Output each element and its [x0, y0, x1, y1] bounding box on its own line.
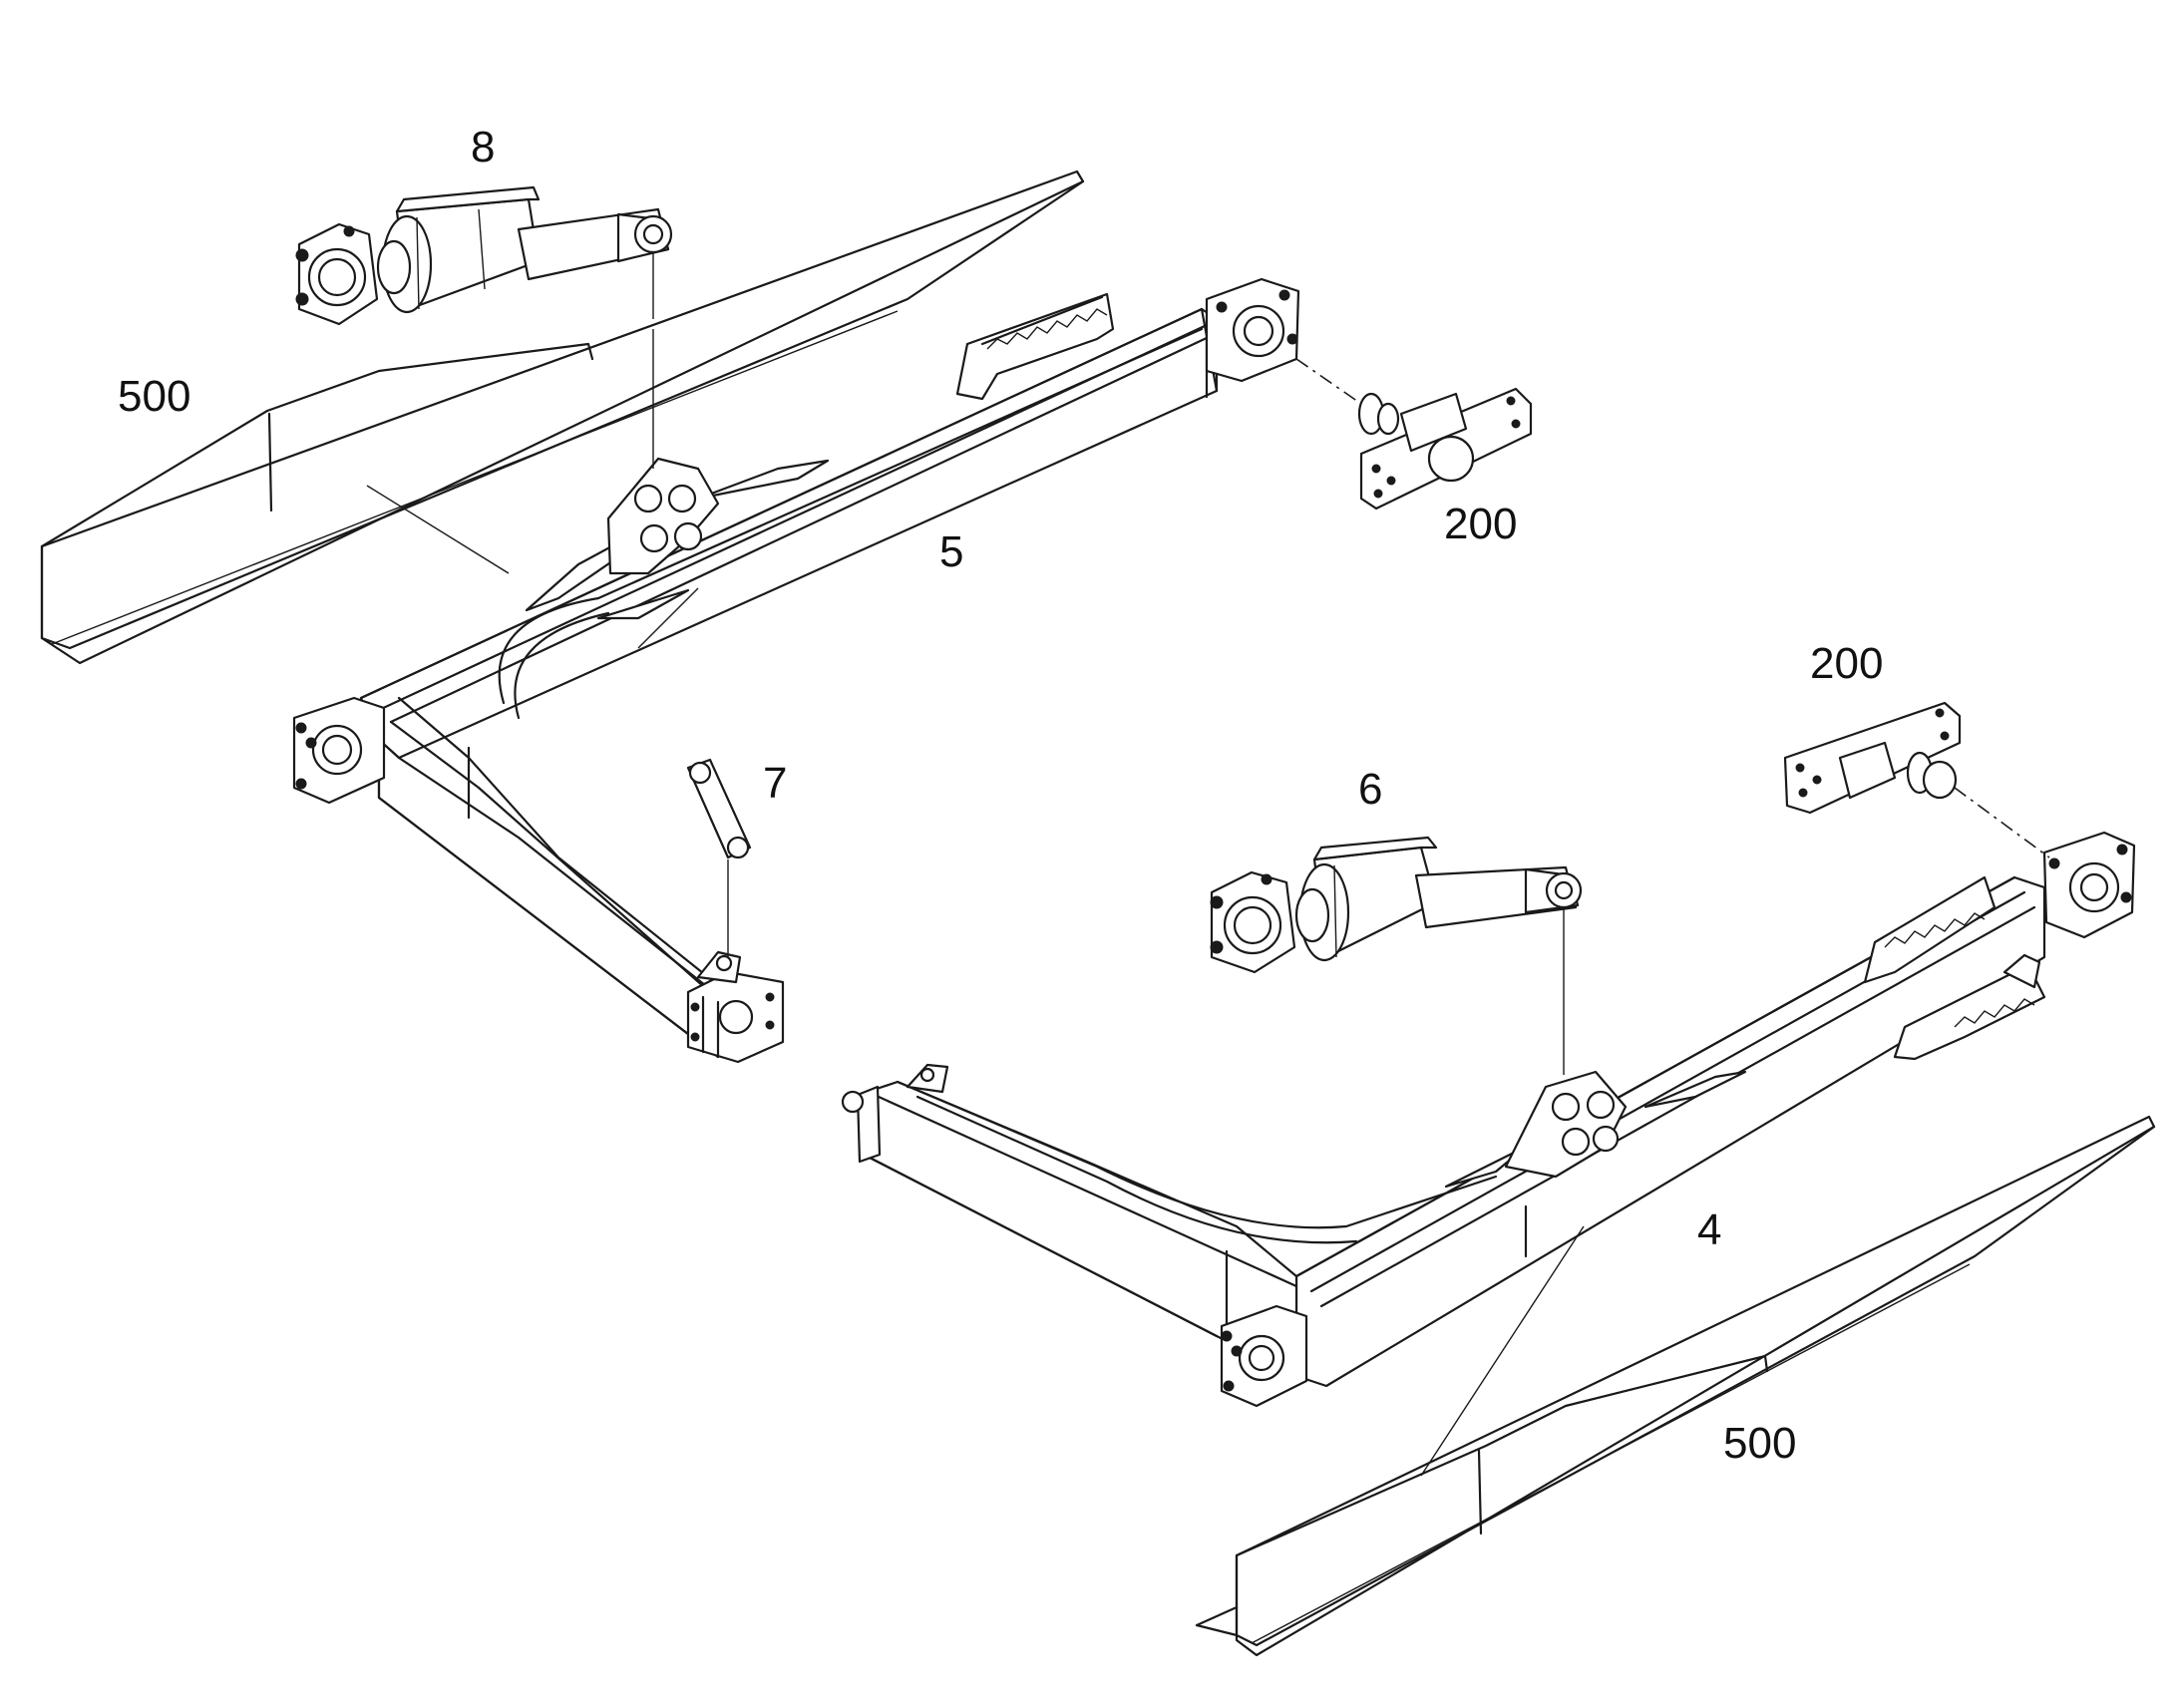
- callout-200-right: 200: [1810, 639, 1883, 688]
- callout-7: 7: [763, 759, 787, 808]
- part-500-upper-plate: [40, 170, 1085, 665]
- frame-4-right-bearing: [2042, 831, 2136, 939]
- frame-5-foot-block: [686, 950, 785, 1064]
- callout-500-bottom: 500: [1723, 1419, 1796, 1468]
- part-5-upper-frame: [292, 277, 1300, 1064]
- callout-200-top: 200: [1444, 500, 1517, 548]
- callout-500-top: 500: [118, 372, 190, 421]
- part-4-lower-frame: [841, 831, 2136, 1408]
- part-6-actuator: [1210, 836, 1583, 1075]
- part-8-actuator: [295, 185, 673, 469]
- callout-5: 5: [939, 527, 963, 576]
- leader-lines: [366, 485, 1585, 1477]
- part-500-lower-plate: [1195, 1115, 2156, 1657]
- callout-8: 8: [471, 123, 495, 171]
- part-7-link: [686, 758, 752, 957]
- part-200-top-mount: [1295, 358, 1533, 511]
- callout-4: 4: [1697, 1205, 1721, 1254]
- frame-5-right-bearing: [1205, 277, 1300, 383]
- part-200-right-mount: [1783, 701, 2050, 858]
- callout-6: 6: [1358, 765, 1382, 814]
- frame-4-left-bearing: [1220, 1304, 1308, 1408]
- frame-5-left-bearing: [292, 696, 386, 805]
